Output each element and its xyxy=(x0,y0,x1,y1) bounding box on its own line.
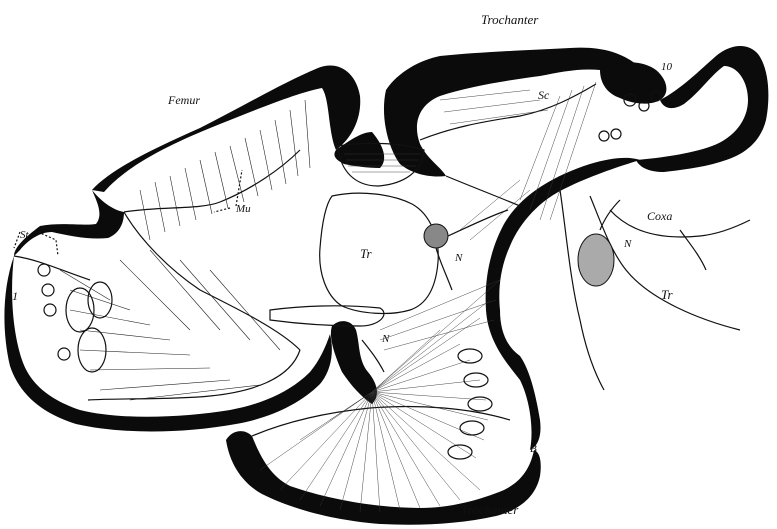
label-n-right: N xyxy=(623,238,632,250)
femur-upper-cuticle xyxy=(92,66,360,192)
right-hook-cuticle xyxy=(636,46,768,172)
femur-lower-cuticle xyxy=(4,256,331,432)
femur-muscle-fibers xyxy=(60,100,310,400)
label-femur: Femur xyxy=(167,93,200,107)
label-trochanter-bottom: Trochanter xyxy=(461,502,519,517)
joint-right-cuticle xyxy=(600,62,666,103)
label-11: 11 xyxy=(7,289,18,303)
label-tr-right: Tr xyxy=(661,287,674,302)
femur-left-cuticle xyxy=(14,190,124,256)
leader-lines xyxy=(14,170,242,256)
label-n-lower: N xyxy=(381,333,390,345)
label-n-center: N xyxy=(454,252,463,264)
label-tr-center: Tr xyxy=(360,246,373,261)
tr-cavity-outline xyxy=(320,193,439,313)
label-mu: Mu xyxy=(235,203,251,215)
trochanter-top-cuticle xyxy=(384,48,636,177)
label-trochanter-top: Trochanter xyxy=(481,12,539,27)
label-b: B xyxy=(530,443,537,455)
label-10: 10 xyxy=(661,61,673,73)
lower-knob-cuticle xyxy=(331,321,377,404)
label-sc: Sc xyxy=(538,88,550,102)
label-st: St xyxy=(20,229,30,241)
label-coxa: Coxa xyxy=(647,209,672,223)
